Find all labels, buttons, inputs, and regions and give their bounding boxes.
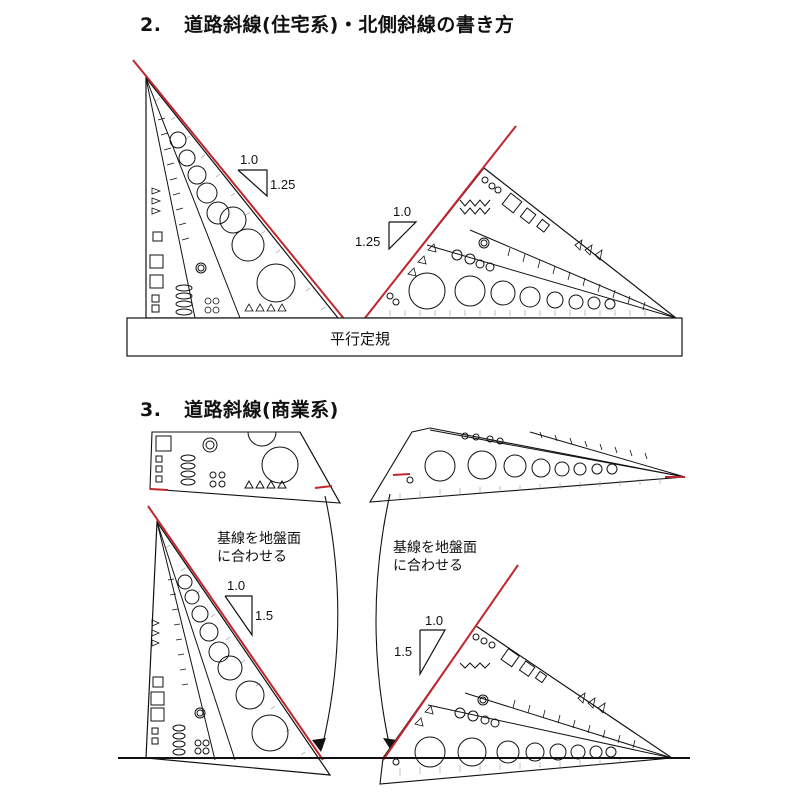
ratio-side-label: 1.25 <box>270 177 295 192</box>
ratio-top-label: 1.0 <box>425 613 443 628</box>
section-2-title: 道路斜線(住宅系)・北側斜線の書き方 <box>184 14 515 36</box>
note-left-line1: 基線を地盤面 <box>217 530 301 547</box>
arrowhead-icon <box>383 738 397 752</box>
rotation-arrow-left <box>312 495 339 752</box>
note-right: 基線を地盤面 に合わせる <box>393 539 477 574</box>
section-3-title: 道路斜線(商業系) <box>184 399 339 421</box>
ratio-side-label: 1.25 <box>355 234 380 249</box>
parallel-ruler-label: 平行定規 <box>330 330 390 348</box>
arrowhead-icon <box>312 738 326 752</box>
note-right-line1: 基線を地盤面 <box>393 539 477 556</box>
ratio-top-label: 1.0 <box>240 152 258 167</box>
rotated-set-square-top-left <box>149 431 341 504</box>
ratio-triangle-right-s3: 1.0 1.5 <box>394 613 447 677</box>
rotation-arrow-right <box>375 493 397 752</box>
ratio-top-label: 1.0 <box>227 578 245 593</box>
left-set-square-section3 <box>145 505 332 776</box>
section-3-number: 3. <box>140 399 162 421</box>
section-3-heading: 3. 道路斜線(商業系) <box>140 395 339 422</box>
left-set-square-section2 <box>132 59 346 321</box>
ratio-side-label: 1.5 <box>255 608 273 623</box>
note-left: 基線を地盤面 に合わせる <box>217 530 301 565</box>
section-2-heading: 2. 道路斜線(住宅系)・北側斜線の書き方 <box>140 10 514 37</box>
ratio-side-label: 1.5 <box>394 644 412 659</box>
ratio-triangle-left-s2: 1.0 1.25 <box>237 152 295 198</box>
note-left-line2: に合わせる <box>217 549 287 565</box>
rotated-set-square-top-right <box>368 427 686 503</box>
right-set-square-section3 <box>379 564 674 785</box>
section-2-number: 2. <box>140 14 162 36</box>
ratio-top-label: 1.0 <box>393 204 411 219</box>
note-right-line2: に合わせる <box>393 558 463 574</box>
ratio-triangle-right-s2: 1.0 1.25 <box>355 204 418 251</box>
parallel-ruler: 平行定規 <box>126 317 683 357</box>
ratio-triangle-left-s3: 1.0 1.5 <box>224 578 273 637</box>
